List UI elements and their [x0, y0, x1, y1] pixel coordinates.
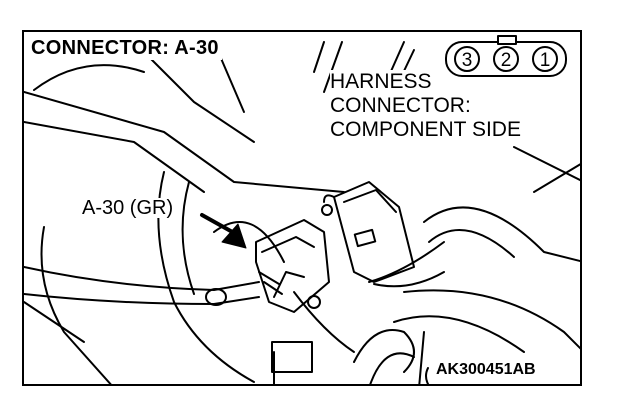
figure-code: AK300451AB: [434, 361, 538, 378]
harness-cable: [24, 266, 260, 306]
pin-3-label: 3: [462, 50, 473, 71]
harness-label-line2: CONNECTOR:: [330, 94, 474, 118]
pin-1-label: 1: [540, 50, 551, 71]
harness-label-line3: COMPONENT SIDE: [330, 118, 524, 142]
code-leader: [425, 367, 429, 384]
pin-connector-symbol: 3 2 1: [445, 35, 567, 77]
callout-arrow: [200, 213, 247, 249]
sensor-component: [321, 181, 445, 288]
connector-callout-label: A-30 (GR): [80, 197, 176, 219]
connector-a30: [255, 219, 330, 313]
engine-bay-illustration: 3 2 1: [24, 35, 580, 384]
connector-title: CONNECTOR: A-30: [31, 38, 222, 60]
pin-2-label: 2: [501, 50, 512, 71]
harness-label-line1: HARNESS: [330, 70, 435, 94]
